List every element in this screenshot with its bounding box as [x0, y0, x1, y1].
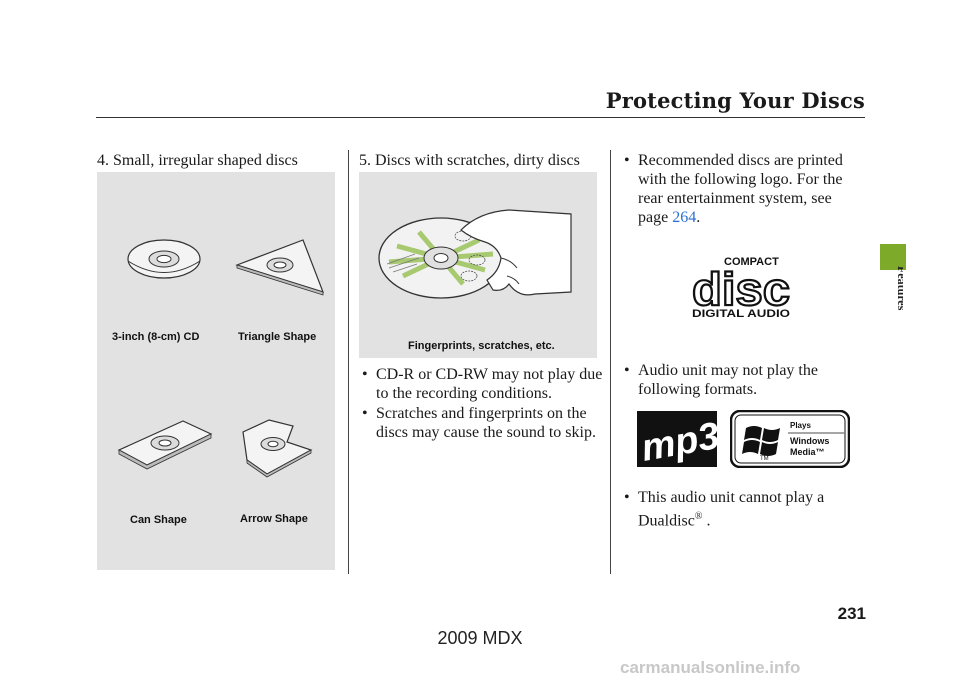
page-title: Protecting Your Discs [605, 88, 865, 113]
model-label: 2009 MDX [437, 628, 523, 648]
bullet-end: . [696, 209, 701, 226]
mp3-logo: mp3 [637, 411, 722, 470]
bullet-icon: • [624, 362, 630, 379]
small-cd-icon [127, 239, 201, 279]
bullet-text: CD-R or CD-RW may not play due to the re… [376, 366, 603, 402]
list-item: • This audio unit cannot play a Dualdisc… [624, 488, 874, 530]
list-item: • Audio unit may not play the following … [624, 361, 874, 401]
column-divider [610, 150, 611, 574]
bullet-end: . [702, 512, 711, 530]
bullet-text: This audio unit cannot play a Dualdisc [638, 489, 825, 530]
column-divider [348, 150, 349, 574]
section-label: Features [895, 266, 903, 311]
caption-arrow: Arrow Shape [240, 513, 308, 525]
col2-heading: 5. Discs with scratches, dirty discs [359, 152, 580, 169]
wm-logo-line1: Plays [790, 421, 811, 430]
caption-3inch-cd: 3-inch (8-cm) CD [112, 331, 200, 343]
col1-heading: 4. Small, irregular shaped discs [97, 152, 298, 169]
site-watermark: carmanualsonline.info [620, 658, 801, 677]
irregular-discs-panel [97, 172, 335, 570]
cd-logo-top: COMPACT [724, 256, 779, 268]
page-number: 231 [837, 604, 866, 623]
caption-fingerprints: Fingerprints, scratches, etc. [408, 340, 555, 352]
dirty-disc-panel [359, 172, 597, 358]
wm-logo-tm: TM [760, 456, 769, 462]
list-item: • Recommended discs are printed with the… [624, 151, 874, 231]
bullet-text: Audio unit may not play the following fo… [638, 362, 818, 398]
windows-flag-icon [742, 426, 780, 456]
section-tab-marker [880, 244, 906, 270]
bullet-icon: • [624, 489, 630, 506]
triangle-disc-icon [235, 239, 325, 296]
caption-can: Can Shape [130, 514, 187, 526]
list-item: • CD-R or CD-RW may not play due to the … [362, 365, 612, 405]
registered-mark: ® [694, 511, 703, 522]
can-disc-icon [117, 420, 213, 470]
bullet-icon: • [362, 405, 368, 422]
page-link[interactable]: 264 [672, 209, 697, 226]
bullet-icon: • [624, 152, 630, 169]
dirty-disc-illustration [378, 209, 572, 299]
list-item: • Scratches and fingerprints on the disc… [362, 404, 612, 444]
compact-disc-logo: COMPACT disc DIGITAL AUDIO [691, 256, 791, 320]
bullet-icon: • [362, 366, 368, 383]
caption-triangle: Triangle Shape [238, 331, 317, 343]
cd-logo-big: disc [692, 263, 790, 315]
windows-media-logo: TM Plays Windows Media™ [730, 410, 850, 468]
bullet-text: Recommended discs are printed with the f… [638, 152, 843, 226]
mp3-logo-text: mp3 [638, 415, 717, 467]
arrow-disc-icon [242, 419, 313, 478]
hand-icon [460, 209, 572, 296]
section-label-text: Features [895, 266, 903, 311]
irregular-discs-illustration [117, 239, 325, 478]
cd-logo-bottom: DIGITAL AUDIO [692, 308, 791, 320]
title-rule [96, 117, 865, 118]
wm-logo-line2: Windows [790, 436, 829, 446]
wm-logo-line3: Media™ [790, 447, 825, 457]
bullet-text: Scratches and fingerprints on the discs … [376, 405, 596, 441]
